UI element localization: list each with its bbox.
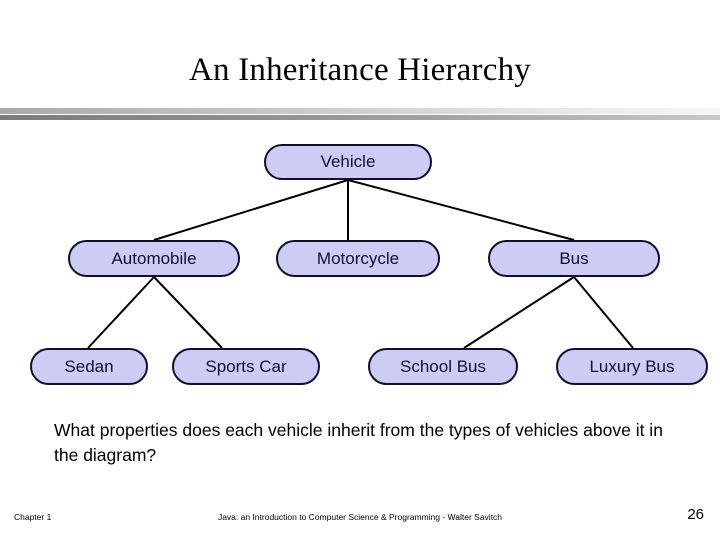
edge-bus-schoolbus [463, 276, 575, 349]
footer-page-number: 26 [687, 506, 704, 523]
node-label-luxury-bus: Luxury Bus [589, 356, 675, 376]
node-automobile[interactable]: Automobile [68, 240, 240, 277]
node-motorcycle[interactable]: Motorcycle [276, 240, 440, 277]
node-label-sports-car: Sports Car [205, 356, 287, 376]
title-divider-bar [0, 108, 720, 121]
node-bus[interactable]: Bus [488, 240, 660, 277]
edge-automobile-sedan [87, 276, 155, 349]
edge-vehicle-automobile [153, 179, 349, 241]
node-label-vehicle: Vehicle [320, 152, 376, 171]
page-title: An Inheritance Hierarchy [189, 52, 531, 88]
body-question-text: What properties does each vehicle inheri… [54, 420, 663, 465]
divider-band-top [0, 108, 720, 114]
node-vehicle[interactable]: Vehicle [264, 144, 432, 180]
inheritance-hierarchy-diagram: Vehicle Automobile Motorcycle Bus Sedan … [0, 130, 720, 400]
edge-vehicle-bus [347, 179, 575, 241]
node-label-school-bus: School Bus [400, 356, 486, 376]
footer-citation: Java: an Introduction to Computer Scienc… [217, 512, 503, 522]
edge-bus-luxurybus [573, 276, 634, 349]
node-label-automobile: Automobile [111, 248, 197, 268]
node-luxury-bus[interactable]: Luxury Bus [556, 348, 708, 385]
edge-automobile-sportscar [153, 276, 223, 349]
node-label-sedan: Sedan [64, 356, 114, 376]
footer-chapter-label: Chapter 1 [14, 512, 52, 522]
node-school-bus[interactable]: School Bus [368, 348, 518, 385]
node-sedan[interactable]: Sedan [30, 348, 148, 385]
node-sports-car[interactable]: Sports Car [172, 348, 320, 385]
node-label-bus: Bus [559, 248, 589, 268]
divider-band-gap [0, 114, 720, 115]
node-label-motorcycle: Motorcycle [316, 248, 400, 268]
divider-band-bottom [0, 115, 720, 120]
